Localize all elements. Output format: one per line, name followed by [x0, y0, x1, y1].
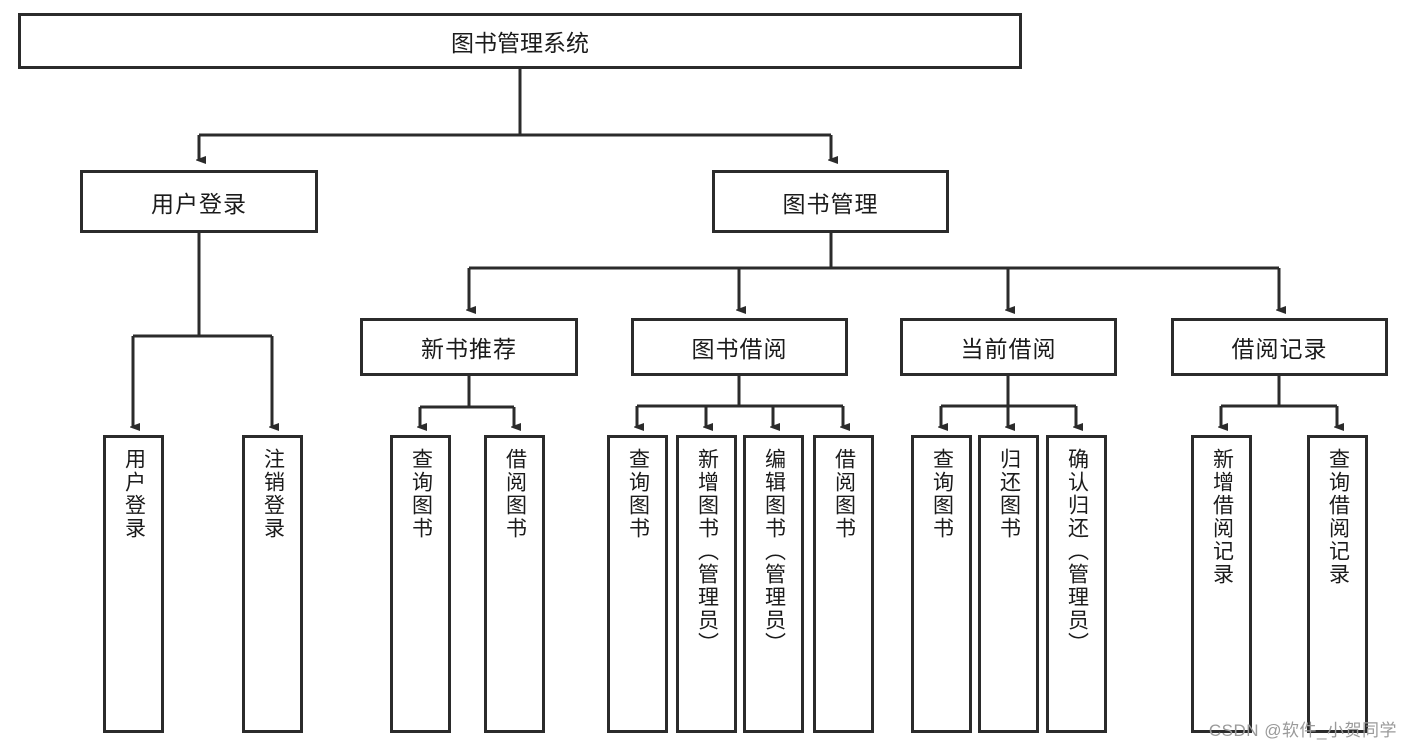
node-leaf-return-book[interactable]: 归还图书: [978, 435, 1039, 733]
node-leaf-add-record[interactable]: 新增借阅记录: [1191, 435, 1252, 733]
node-book-manage-label: 图书管理: [782, 190, 879, 217]
node-leaf-confirm-return[interactable]: 确认归还（管理员）: [1046, 435, 1107, 733]
node-leaf-user-logout[interactable]: 注销登录: [242, 435, 303, 733]
node-leaf-add-book-label: 新增图书（管理员）: [695, 448, 719, 655]
node-current-borrow-label: 当前借阅: [960, 336, 1057, 362]
node-leaf-user-login-label: 用户登录: [122, 448, 146, 540]
node-root[interactable]: 图书管理系统: [18, 13, 1022, 69]
node-new-book-recommend[interactable]: 新书推荐: [360, 318, 578, 376]
node-leaf-query-record[interactable]: 查询借阅记录: [1307, 435, 1368, 733]
node-leaf-query-book-1[interactable]: 查询图书: [390, 435, 451, 733]
node-root-label: 图书管理系统: [451, 30, 589, 56]
node-user-login-label: 用户登录: [151, 190, 247, 217]
node-book-borrow-label: 图书借阅: [691, 336, 788, 362]
node-current-borrow[interactable]: 当前借阅: [900, 318, 1117, 376]
node-user-login[interactable]: 用户登录: [80, 170, 318, 233]
node-leaf-query-book-3[interactable]: 查询图书: [911, 435, 972, 733]
node-leaf-edit-book-label: 编辑图书（管理员）: [762, 448, 786, 655]
node-leaf-borrow-book-2[interactable]: 借阅图书: [813, 435, 874, 733]
node-leaf-query-book-2-label: 查询图书: [626, 448, 650, 540]
node-leaf-user-login[interactable]: 用户登录: [103, 435, 164, 733]
node-leaf-query-record-label: 查询借阅记录: [1326, 448, 1350, 586]
node-leaf-query-book-3-label: 查询图书: [930, 448, 954, 540]
node-leaf-query-book-2[interactable]: 查询图书: [607, 435, 668, 733]
node-leaf-edit-book[interactable]: 编辑图书（管理员）: [743, 435, 804, 733]
node-book-borrow[interactable]: 图书借阅: [631, 318, 848, 376]
node-leaf-borrow-book-2-label: 借阅图书: [832, 448, 856, 540]
node-new-book-recommend-label: 新书推荐: [421, 336, 517, 362]
node-leaf-add-book[interactable]: 新增图书（管理员）: [676, 435, 737, 733]
node-leaf-user-logout-label: 注销登录: [261, 448, 285, 540]
node-leaf-borrow-book-1[interactable]: 借阅图书: [484, 435, 545, 733]
node-book-manage[interactable]: 图书管理: [712, 170, 949, 233]
node-leaf-add-record-label: 新增借阅记录: [1210, 448, 1234, 586]
node-borrow-record-label: 借阅记录: [1231, 336, 1328, 362]
node-leaf-confirm-return-label: 确认归还（管理员）: [1065, 448, 1089, 655]
node-leaf-borrow-book-1-label: 借阅图书: [503, 448, 527, 540]
node-leaf-query-book-1-label: 查询图书: [409, 448, 433, 540]
watermark: CSDN @软件_小贺同学: [1208, 721, 1397, 740]
node-leaf-return-book-label: 归还图书: [997, 448, 1021, 540]
node-borrow-record[interactable]: 借阅记录: [1171, 318, 1388, 376]
